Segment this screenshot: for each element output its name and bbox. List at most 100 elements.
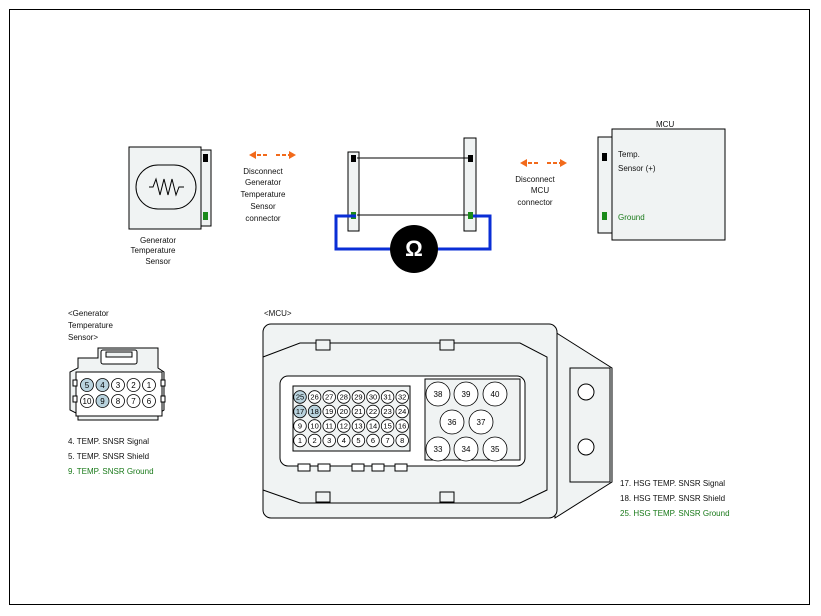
sensor-pin-label: 5 <box>85 381 90 390</box>
mcu-pin-label: 18 <box>310 407 318 416</box>
mcu-pin-ground: Ground <box>618 213 645 222</box>
mcu-big-pin-34 <box>453 436 479 462</box>
disconnect-arrows-mcu <box>520 159 567 167</box>
sensor-pin-6 <box>142 394 156 408</box>
disconnect-sensor-label-5: connector <box>245 214 281 223</box>
mcu-legend-2: 18. HSG TEMP. SNSR Shield <box>620 494 726 503</box>
ohmmeter-symbol <box>390 225 438 273</box>
mcu-pin-30 <box>366 390 380 404</box>
mcu-pin-31 <box>380 390 395 404</box>
sensor-caption-3: Sensor <box>145 257 171 266</box>
mcu-big-pin-35 <box>482 436 508 462</box>
disconnect-mcu-label-1: Disconnect <box>515 175 555 184</box>
mcu-pin-label: 2 <box>313 436 317 445</box>
sensor-legend-1: 4. TEMP. SNSR Signal <box>68 437 150 446</box>
mcu-big-pin-label: 38 <box>434 390 443 399</box>
mcu-big-pin-38 <box>425 381 451 407</box>
mcu-pin-4 <box>337 433 351 448</box>
mcu-pin-label: 31 <box>383 393 391 402</box>
mcu-pin-6 <box>366 433 380 448</box>
mcu-pin-label: 24 <box>398 407 406 416</box>
mcu-pin-label: 17 <box>296 407 304 416</box>
mcu-big-pin-37 <box>468 409 494 435</box>
mcu-big-pin-label: 35 <box>491 445 500 454</box>
mcu-pin-label: 12 <box>340 422 348 431</box>
mcu-pin-18 <box>307 404 322 419</box>
sensor-pin-label: 3 <box>116 381 121 390</box>
mcu-big-pin-label: 33 <box>434 445 443 454</box>
sensor-pin-7 <box>126 394 141 408</box>
mcu-pin-label: 30 <box>369 393 377 402</box>
sensor-pin-label: 1 <box>147 381 152 390</box>
mcu-pin-20 <box>337 404 351 419</box>
temperature-sensor <box>128 146 212 230</box>
mcu-pin-label: 1 <box>298 436 302 445</box>
mcu-pin-11 <box>322 419 336 433</box>
disconnect-mcu-label-3: connector <box>517 198 553 207</box>
mcu-pin-27 <box>322 390 336 404</box>
mcu-pin-8 <box>395 433 409 448</box>
mcu-pin-26 <box>307 390 322 404</box>
mcu-pin-label: 5 <box>356 436 360 445</box>
mcu-pin-label: 21 <box>354 407 362 416</box>
mcu-pin-label: 11 <box>325 422 333 431</box>
mcu-pin-17 <box>293 404 307 419</box>
mcu-pin-label: 25 <box>296 393 304 402</box>
sensor-pin-label: 8 <box>116 397 121 406</box>
mcu-pin-5 <box>351 433 366 448</box>
sensor-pin-1 <box>142 378 156 392</box>
sensor-connector-title-1: <Generator <box>68 309 109 318</box>
sensor-pin-4 <box>95 378 110 392</box>
mcu-pin-12 <box>337 419 351 433</box>
mcu-big-pin-33 <box>425 436 451 462</box>
sensor-caption-1: Generator <box>139 236 177 245</box>
sensor-pin-9 <box>95 394 110 408</box>
mcu-pin-22 <box>366 404 380 419</box>
mcu-pin-1 <box>293 433 307 448</box>
mcu-pin-label: 23 <box>383 407 391 416</box>
sensor-pin-label: 6 <box>147 397 152 406</box>
mcu-pin-label: 32 <box>398 393 406 402</box>
mcu-pin-label: 15 <box>383 422 391 431</box>
mcu-pin-32 <box>395 390 409 404</box>
mcu-pin-23 <box>380 404 395 419</box>
mcu-pin-signal-1: Temp. <box>618 150 640 159</box>
sensor-pin-label: 10 <box>83 397 92 406</box>
mcu-pin-24 <box>395 404 409 419</box>
mcu-big-pin-label: 39 <box>462 390 471 399</box>
mcu-pin-label: 9 <box>298 422 302 431</box>
mcu-big-pin-label: 34 <box>462 445 471 454</box>
sensor-legend-2: 5. TEMP. SNSR Shield <box>68 452 150 461</box>
mcu-pin-13 <box>351 419 366 433</box>
mcu-pin-2 <box>307 433 322 448</box>
mcu-pin-16 <box>395 419 409 433</box>
mcu-pin-label: 22 <box>369 407 377 416</box>
mcu-pin-28 <box>337 390 351 404</box>
disconnect-mcu-label-2: MCU <box>530 186 550 195</box>
mcu-big-pin-label: 37 <box>477 418 486 427</box>
mcu-pin-label: 10 <box>310 422 318 431</box>
mcu-pin-signal-2: Sensor (+) <box>618 164 656 173</box>
mcu-pin-7 <box>380 433 395 448</box>
ohm-symbol: Ω <box>405 236 423 261</box>
mcu-pin-label: 20 <box>340 407 348 416</box>
sensor-pin-label: 4 <box>100 381 105 390</box>
mcu-pin-label: 16 <box>398 422 406 431</box>
mcu-pin-label: 26 <box>310 393 318 402</box>
mcu-big-pin-label: 36 <box>448 418 457 427</box>
sensor-caption-2: Temperature <box>130 246 176 255</box>
mcu-pin-15 <box>380 419 395 433</box>
diagram-frame <box>9 9 810 605</box>
sensor-pin-label: 9 <box>100 397 105 406</box>
disconnect-sensor-label-4: Sensor <box>250 202 276 211</box>
mcu-pin-label: 29 <box>354 393 362 402</box>
sensor-pin-8 <box>111 394 125 408</box>
mcu-big-pin-label: 40 <box>491 390 500 399</box>
sensor-pin-label: 7 <box>131 397 136 406</box>
mcu-pin-label: 27 <box>325 393 333 402</box>
sensor-connector-title-3: Sensor> <box>68 333 99 342</box>
mcu-pin-21 <box>351 404 366 419</box>
disconnect-sensor-label-1: Disconnect <box>243 167 283 176</box>
